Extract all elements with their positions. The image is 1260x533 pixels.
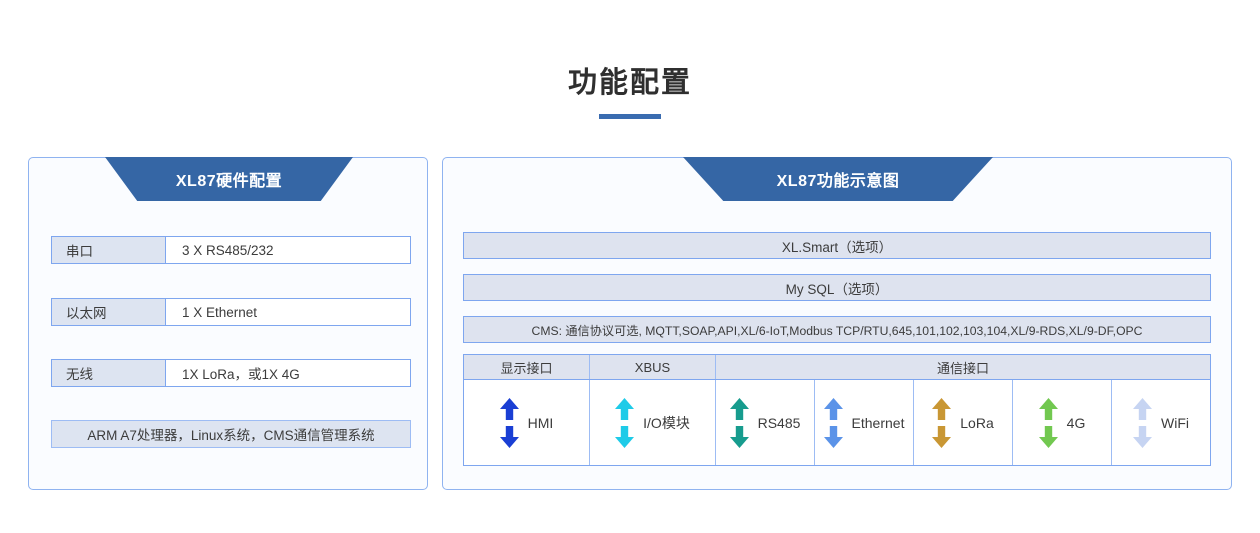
function-diagram-panel: XL87功能示意图 XL.Smart（选项） My SQL（选项） CMS: 通… (442, 157, 1232, 490)
interface-cell-rs485: RS485 (716, 380, 815, 465)
spec-value-serial: 3 X RS485/232 (166, 236, 411, 264)
interface-grid-body: HMI I/O模块 RS485 Ethernet LoRa (464, 380, 1210, 465)
interface-label-ethernet: Ethernet (851, 414, 905, 431)
software-bar-cms: CMS: 通信协议可选, MQTT,SOAP,API,XL/6-IoT,Modb… (463, 316, 1211, 343)
double-arrow-icon (615, 397, 635, 448)
double-arrow-icon (1038, 397, 1058, 448)
interface-cell-4g: 4G (1013, 380, 1112, 465)
hardware-config-panel: XL87硬件配置 串口 3 X RS485/232 以太网 1 X Ethern… (28, 157, 428, 490)
interface-grid-header: 显示接口 XBUS 通信接口 (464, 355, 1210, 380)
spec-key-wireless: 无线 (51, 359, 166, 387)
interface-cell-hmi: HMI (464, 380, 590, 465)
spec-row-serial: 串口 3 X RS485/232 (51, 236, 411, 264)
interface-header-display: 显示接口 (464, 355, 590, 379)
double-arrow-icon (823, 397, 843, 448)
interface-header-xbus: XBUS (590, 355, 716, 379)
double-arrow-icon (932, 397, 952, 448)
double-arrow-icon (499, 397, 519, 448)
interface-label-rs485: RS485 (757, 414, 801, 431)
title-underline-rule (599, 113, 661, 119)
spec-row-wireless: 无线 1X LoRa，或1X 4G (51, 359, 411, 387)
hardware-config-banner: XL87硬件配置 (105, 157, 353, 201)
interface-cell-io-module: I/O模块 (590, 380, 716, 465)
interface-cell-ethernet: Ethernet (815, 380, 914, 465)
double-arrow-icon (1133, 397, 1152, 448)
function-diagram-banner: XL87功能示意图 (683, 157, 993, 201)
interface-cell-wifi: WiFi (1112, 380, 1210, 465)
spec-value-wireless: 1X LoRa，或1X 4G (166, 359, 411, 387)
spec-value-ethernet: 1 X Ethernet (166, 298, 411, 326)
interface-header-comm: 通信接口 (936, 360, 989, 376)
interface-label-io-module: I/O模块 (643, 414, 690, 431)
page-header: 功能配置 (0, 67, 1260, 119)
interface-cell-lora: LoRa (914, 380, 1013, 465)
interface-grid: 显示接口 XBUS 通信接口 HMI I/O模块 RS485 (463, 354, 1211, 466)
interface-label-hmi: HMI (527, 414, 554, 431)
interface-label-lora: LoRa (960, 414, 994, 431)
spec-row-platform: ARM A7处理器，Linux系统，CMS通信管理系统 (51, 420, 411, 448)
software-bar-mysql: My SQL（选项） (463, 274, 1211, 301)
double-arrow-icon (729, 397, 749, 448)
page-title: 功能配置 (567, 67, 692, 99)
software-bar-xlsmart: XL.Smart（选项） (463, 232, 1211, 259)
spec-key-ethernet: 以太网 (51, 298, 166, 326)
interface-label-wifi: WiFi (1161, 414, 1189, 431)
interface-label-4g: 4G (1066, 414, 1086, 431)
spec-key-serial: 串口 (51, 236, 166, 264)
spec-row-ethernet: 以太网 1 X Ethernet (51, 298, 411, 326)
